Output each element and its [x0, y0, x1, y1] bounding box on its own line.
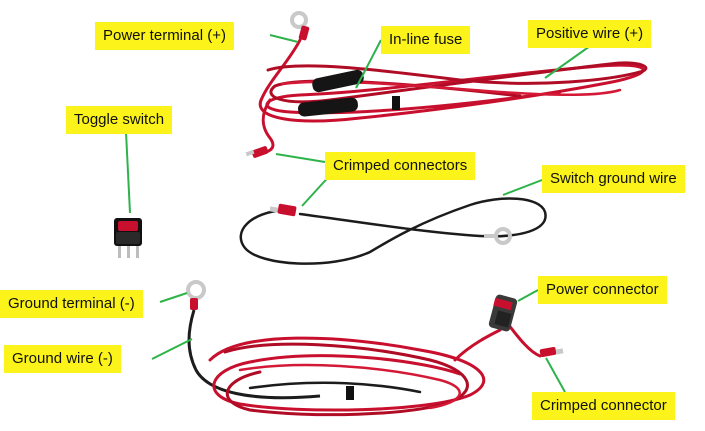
cable-tie-bottom — [346, 386, 354, 400]
label-ground-terminal: Ground terminal (-) — [0, 290, 143, 318]
toggle-switch-body — [114, 218, 142, 258]
bottom-wire-coils — [208, 318, 542, 417]
label-toggle-switch: Toggle switch — [66, 106, 173, 134]
positive-wire-coils — [258, 38, 648, 154]
switch-ground-wire-loop — [239, 197, 547, 265]
label-positive-wire: Positive wire (+) — [528, 20, 652, 48]
label-power-connector: Power connector — [538, 276, 667, 304]
crimped-connector-top — [245, 146, 269, 158]
crimped-connector-middle — [277, 203, 297, 217]
label-power-terminal: Power terminal (+) — [95, 22, 234, 50]
power-connector-plug — [488, 294, 518, 332]
label-switch-ground-wire: Switch ground wire — [542, 165, 685, 193]
positive-wire-harness — [245, 11, 648, 158]
crimped-connector-bottom — [539, 346, 564, 358]
ground-and-power-harness — [186, 280, 564, 417]
label-crimped-connector: Crimped connector — [532, 392, 675, 420]
ground-terminal-ring — [186, 280, 206, 300]
leader-lines — [125, 34, 591, 393]
label-crimped-connectors: Crimped connectors — [325, 152, 476, 180]
inline-fuse-holder — [298, 69, 364, 117]
label-ground-wire: Ground wire (-) — [4, 345, 121, 373]
cable-tie — [392, 96, 400, 110]
switch-ground-ring-terminal — [494, 227, 512, 245]
power-terminal-ring — [290, 11, 310, 41]
label-inline-fuse: In-line fuse — [381, 26, 471, 54]
